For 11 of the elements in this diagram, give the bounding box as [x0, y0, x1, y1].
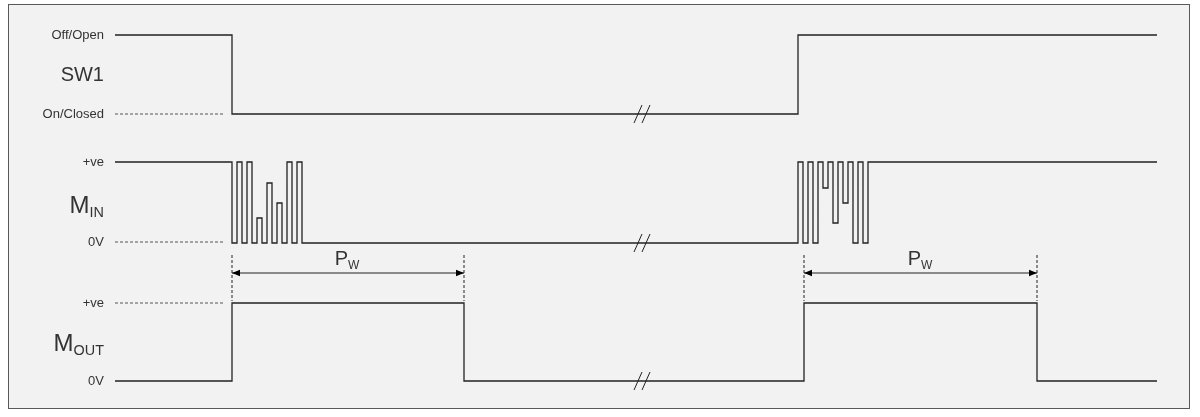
dimension-label: P$_{W}$ [907, 248, 933, 271]
signal-name: M$_{OUT}$ [53, 331, 104, 358]
level-label: On/Closed [42, 107, 104, 120]
level-label: 0V [88, 374, 104, 387]
level-label: +ve [82, 296, 104, 309]
level-label: 0V [88, 235, 104, 248]
level-label: Off/Open [51, 28, 104, 41]
signal-name: M$_{IN}$ [69, 193, 104, 220]
dimension-label: P$_{W}$ [334, 248, 360, 271]
level-label: +ve [82, 155, 104, 168]
signal-name: SW1 [60, 64, 104, 84]
